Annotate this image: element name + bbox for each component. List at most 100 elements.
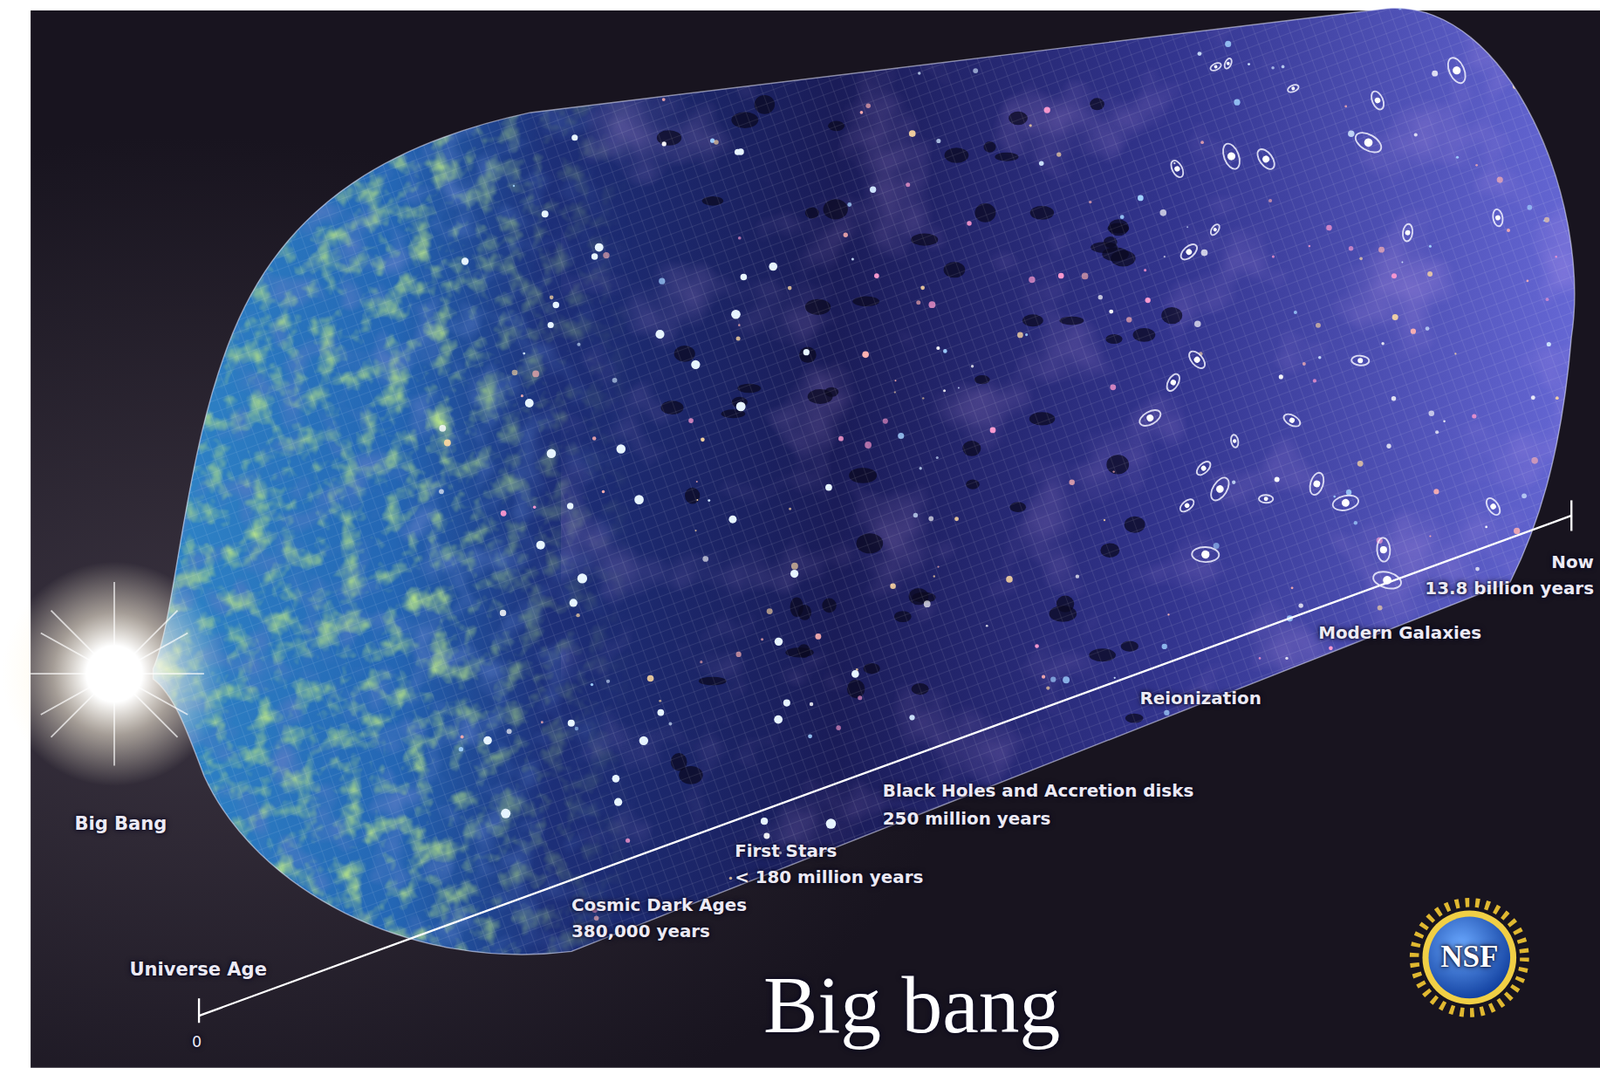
star: [1124, 954, 1131, 961]
star: [1509, 41, 1516, 48]
star: [1448, 704, 1454, 711]
star: [1187, 928, 1195, 936]
star: [768, 20, 774, 26]
star: [1516, 835, 1521, 841]
star: [1395, 948, 1403, 956]
star: [1569, 766, 1573, 770]
star: [1343, 668, 1350, 675]
universe-outline: [152, 7, 1574, 955]
star: [580, 950, 586, 956]
dark-clump: [1163, 735, 1177, 753]
star: [1081, 891, 1084, 894]
epoch-label: Black Holes and Accretion disks: [882, 781, 1195, 802]
star: [1381, 889, 1389, 897]
star: [1254, 923, 1257, 925]
epoch-label: Cosmic Dark Ages: [571, 895, 747, 917]
star: [1298, 905, 1304, 911]
star: [993, 955, 999, 960]
space-grid: [102, 0, 1600, 1068]
star: [1023, 911, 1029, 917]
dark-clump: [1150, 756, 1178, 766]
logo-text: NSF: [1440, 939, 1498, 975]
galaxy-arm: [1509, 41, 1527, 67]
star: [970, 0, 975, 5]
star: [1525, 74, 1532, 80]
star: [1141, 30, 1146, 35]
star: [1360, 845, 1364, 848]
star: [1063, 829, 1066, 832]
star: [1474, 692, 1480, 698]
star: [996, 33, 999, 35]
star: [1470, 844, 1473, 848]
axis-value: 0: [191, 1032, 202, 1051]
star: [557, 59, 561, 62]
star: [1367, 800, 1375, 808]
star: [859, 27, 862, 30]
epoch-time: 250 million years: [882, 809, 1052, 830]
star: [1398, 693, 1402, 698]
star: [731, 916, 735, 921]
star: [1265, 754, 1271, 759]
star: [1565, 847, 1572, 855]
star: [925, 885, 930, 889]
star: [1298, 765, 1303, 771]
star: [1181, 926, 1188, 933]
epoch-label: First Stars: [734, 841, 837, 862]
epoch-time: 380,000 years: [571, 922, 711, 943]
dark-clump: [1128, 743, 1147, 759]
caption: Big bang: [763, 964, 1060, 1047]
star: [1537, 620, 1539, 623]
star: [847, 934, 854, 940]
star: [1517, 913, 1525, 920]
star: [1241, 758, 1246, 764]
star: [1297, 809, 1304, 816]
star: [1296, 882, 1300, 886]
big-bang-flash: [1, 561, 226, 787]
star: [1379, 872, 1387, 880]
axis-end-value: 13.8 billion years: [1424, 579, 1594, 600]
star: [847, 890, 851, 894]
star: [865, 926, 872, 933]
star: [1294, 0, 1300, 5]
star: [1422, 786, 1427, 790]
time-axis: [198, 515, 1572, 1016]
star: [1224, 758, 1230, 764]
star: [1216, 790, 1220, 794]
star: [949, 936, 952, 939]
star: [1013, 889, 1017, 893]
star: [1540, 770, 1545, 774]
star: [1504, 68, 1508, 72]
epoch-label: Modern Galaxies: [1318, 623, 1482, 644]
star: [1431, 813, 1438, 820]
star: [1207, 833, 1213, 839]
star: [990, 50, 993, 54]
star: [1492, 847, 1500, 855]
star: [474, 20, 481, 27]
star: [633, 47, 636, 50]
star: [1038, 911, 1045, 918]
star: [981, 865, 984, 868]
star: [1264, 689, 1272, 696]
star: [923, 856, 926, 860]
nsf-logo: [1414, 902, 1525, 1012]
star: [1137, 16, 1142, 21]
star: [1504, 676, 1509, 682]
epoch-label: Reionization: [1139, 689, 1261, 710]
axis-tick: [198, 998, 200, 1023]
event-label: Big Bang: [74, 813, 167, 835]
galaxy-core: [1513, 48, 1522, 57]
star: [1542, 814, 1547, 820]
star: [1354, 717, 1361, 724]
axis-title: Universe Age: [129, 958, 267, 980]
star: [929, 4, 935, 9]
epoch-time: < 180 million years: [734, 868, 924, 889]
star: [1511, 654, 1518, 660]
star: [1167, 900, 1170, 903]
axis-end-label: Now: [1551, 553, 1594, 574]
star: [779, 6, 784, 10]
star: [1061, 29, 1065, 33]
star: [1560, 805, 1568, 813]
star: [1082, 773, 1088, 779]
axis-tick: [1570, 499, 1573, 531]
